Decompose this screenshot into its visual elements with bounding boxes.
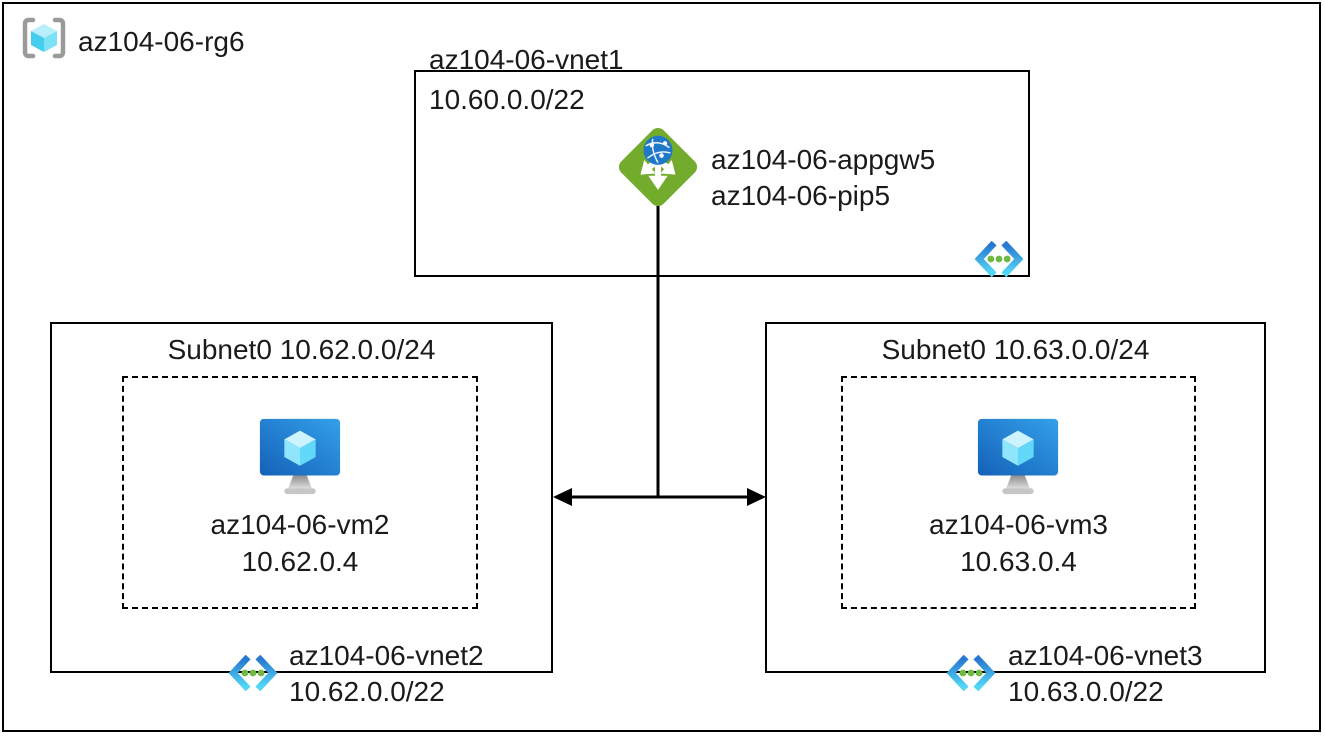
subnet-right-box: [765, 322, 1266, 673]
virtual-network-icon: [944, 655, 998, 691]
vnet1-cidr: 10.60.0.0/22: [429, 84, 585, 115]
subnet-left-box: [50, 322, 553, 673]
appgw-label: az104-06-appgw5: [711, 144, 936, 175]
vm-left-label: az104-06-vm2: [210, 509, 390, 540]
vnet-left-cidr: 10.62.0.0/22: [289, 676, 445, 707]
subnet-right-title: Subnet0 10.63.0.0/24: [881, 334, 1150, 365]
subnet-right-dashed-box: [841, 376, 1196, 609]
subnet-left-title: Subnet0 10.62.0.0/24: [167, 334, 436, 365]
virtual-network-icon: [972, 241, 1026, 277]
vm-right-label: az104-06-vm3: [929, 509, 1108, 540]
vm-left-ip: 10.62.0.4: [241, 546, 359, 577]
vm-right-ip: 10.63.0.4: [960, 546, 1077, 577]
vnet1-title: az104-06-vnet1: [429, 44, 624, 75]
resource-group-icon: [20, 16, 68, 60]
vnet-right-cidr: 10.63.0.0/22: [1008, 676, 1164, 707]
vnet-left-label: az104-06-vnet2: [289, 640, 484, 671]
application-gateway-icon: [614, 123, 702, 211]
resource-group-label: az104-06-rg6: [78, 26, 245, 57]
virtual-network-icon: [226, 655, 280, 691]
vnet1-box: [414, 70, 1030, 277]
pip-label: az104-06-pip5: [711, 180, 891, 211]
vnet-right-label: az104-06-vnet3: [1008, 640, 1203, 671]
virtual-machine-icon: [974, 415, 1062, 497]
virtual-machine-icon: [256, 415, 344, 497]
subnet-left-dashed-box: [122, 376, 478, 609]
